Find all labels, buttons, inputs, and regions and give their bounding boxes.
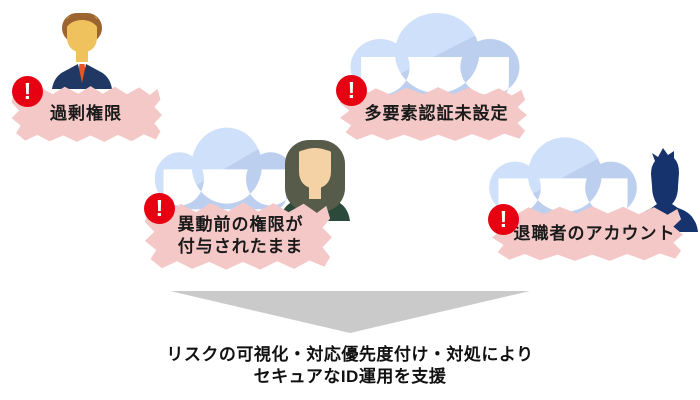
risk-label-text: 多要素認証未設定 [364, 104, 509, 123]
risk-label-pre-transfer-permissions: 異動前の権限が 付与されたまま [144, 202, 332, 270]
cloud-icon [154, 127, 296, 210]
woman-icon [280, 140, 350, 221]
conclusion-line-1: リスクの可視化・対応優先度付け・対処により [166, 345, 534, 364]
businessman-icon [52, 13, 112, 89]
alert-icon: ! [12, 76, 43, 107]
risk-label-no-mfa: 多要素認証未設定 [339, 87, 527, 141]
conclusion-line-2: セキュアなID運用を支援 [253, 367, 447, 386]
cloud-icon [350, 12, 520, 100]
alert-icon: ! [336, 75, 367, 106]
conclusion-text: リスクの可視化・対応優先度付け・対処により セキュアなID運用を支援 [0, 344, 700, 388]
alert-icon: ! [144, 193, 175, 224]
down-arrow-icon [170, 291, 530, 333]
risk-label-text: 異動前の権限が 付与されたまま [177, 215, 304, 256]
risk-label-text: 過剰権限 [50, 104, 122, 123]
risk-label-retiree-account: 退職者のアカウント [491, 206, 683, 261]
risk-label-text: 退職者のアカウント [513, 223, 676, 243]
alert-icon: ! [488, 204, 519, 235]
cloud-icon [489, 137, 637, 218]
